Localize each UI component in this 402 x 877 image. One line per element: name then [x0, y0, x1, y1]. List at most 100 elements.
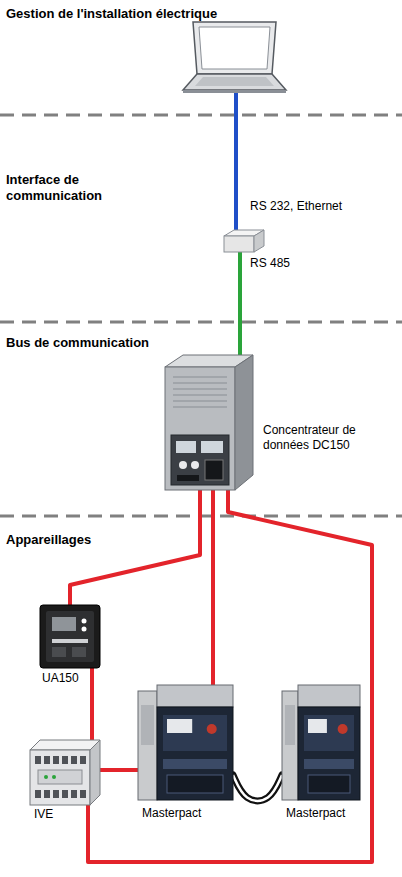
- front-panel: [171, 435, 229, 485]
- connector-group: [70, 490, 200, 605]
- terminal: [44, 756, 50, 764]
- vent-slot: [173, 388, 227, 390]
- control-panel: [163, 715, 227, 751]
- terminal: [80, 756, 86, 764]
- device-picture: [138, 685, 233, 800]
- laptop-icon: [183, 22, 286, 93]
- display: [308, 719, 327, 733]
- dashed-divider: [0, 114, 402, 117]
- button: [191, 461, 199, 469]
- connector-block: [177, 475, 199, 481]
- converter-icon: [224, 230, 264, 252]
- handle: [163, 759, 227, 769]
- device-picture: [30, 740, 100, 805]
- section-heading: Bus de communication: [6, 335, 206, 351]
- io-module: IVE: [30, 740, 100, 805]
- port: [72, 647, 86, 657]
- housing-front: [30, 750, 90, 805]
- side-plate: [138, 691, 157, 800]
- terminal: [71, 756, 77, 764]
- circuit-breaker: Masterpact: [138, 685, 233, 800]
- vent-slot: [173, 382, 227, 384]
- circuit-breaker: Masterpact: [282, 685, 360, 800]
- port: [52, 647, 66, 657]
- device-label: Masterpact: [142, 806, 232, 821]
- cable-gap: [233, 775, 282, 801]
- front-body: [157, 707, 233, 800]
- rating-plate: [167, 775, 223, 793]
- push-button: [207, 724, 217, 734]
- indicator: [82, 619, 87, 624]
- connector-group: [100, 770, 138, 771]
- device-picture: [282, 685, 360, 800]
- section-heading: Appareillages: [6, 532, 206, 548]
- housing-side: [235, 355, 253, 490]
- ethernet-wire: [234, 92, 238, 234]
- rs485-wire: [238, 252, 242, 356]
- label-strip: [52, 639, 88, 643]
- module-body: [40, 605, 100, 668]
- device-picture: [40, 605, 100, 668]
- bus-wire: [90, 668, 94, 740]
- indicator: [82, 627, 87, 632]
- laptop-base: [183, 74, 286, 90]
- bus-wire: [211, 490, 215, 685]
- housing-side: [90, 740, 100, 805]
- device-label: Masterpact: [286, 806, 376, 821]
- terminal: [80, 790, 86, 798]
- terminal: [44, 790, 50, 798]
- link-label: RS 232, Ethernet: [250, 199, 395, 214]
- link-label: RS 485: [250, 256, 350, 271]
- front-plate: [38, 770, 82, 784]
- device-label: UA150: [42, 671, 122, 686]
- display: [167, 719, 192, 733]
- display: [52, 617, 76, 631]
- bus-wire: [100, 768, 138, 772]
- data-concentrator: Concentrateur de données DC150: [165, 355, 255, 490]
- vent-slot: [173, 394, 227, 396]
- side-plate: [282, 691, 298, 800]
- device-label: Concentrateur de données DC150: [263, 423, 395, 453]
- laptop-lid: [193, 22, 276, 74]
- converter-front: [224, 236, 254, 252]
- button: [179, 461, 187, 469]
- terminal: [53, 756, 59, 764]
- handle: [304, 759, 354, 769]
- display: [201, 441, 223, 453]
- connector-block: [205, 460, 223, 480]
- terminal: [71, 790, 77, 798]
- indicator: [52, 775, 56, 779]
- section-dividers: [0, 115, 402, 516]
- vent-slot: [173, 406, 227, 408]
- front-body: [298, 707, 360, 800]
- connector-group: [233, 775, 282, 801]
- terminal: [35, 756, 41, 764]
- side-detail: [141, 705, 154, 745]
- vent-slot: [173, 376, 227, 378]
- push-button: [338, 724, 348, 734]
- top-block: [157, 685, 233, 707]
- connector-group: [92, 668, 93, 740]
- terminal: [35, 790, 41, 798]
- section-heading: Gestion de l'installation électrique: [6, 6, 336, 22]
- top-block: [298, 685, 360, 707]
- side-detail: [285, 705, 295, 745]
- section-heading: Interface de communication: [6, 172, 124, 204]
- control-panel: [304, 715, 354, 751]
- dashed-divider: [0, 321, 402, 324]
- converter-side: [254, 230, 264, 252]
- housing-front: [165, 367, 235, 490]
- vent-slot: [173, 400, 227, 402]
- module-face: [46, 611, 94, 662]
- indicator: [44, 775, 48, 779]
- interface-module: UA150: [40, 605, 100, 668]
- device-label: IVE: [34, 807, 94, 822]
- laptop-screen: [199, 27, 270, 69]
- display: [176, 441, 196, 453]
- interlock-cable: [233, 775, 282, 801]
- laptop-keyboard: [195, 77, 274, 86]
- rating-plate: [308, 775, 350, 793]
- device-picture: [165, 355, 255, 490]
- connector-group: [213, 490, 214, 685]
